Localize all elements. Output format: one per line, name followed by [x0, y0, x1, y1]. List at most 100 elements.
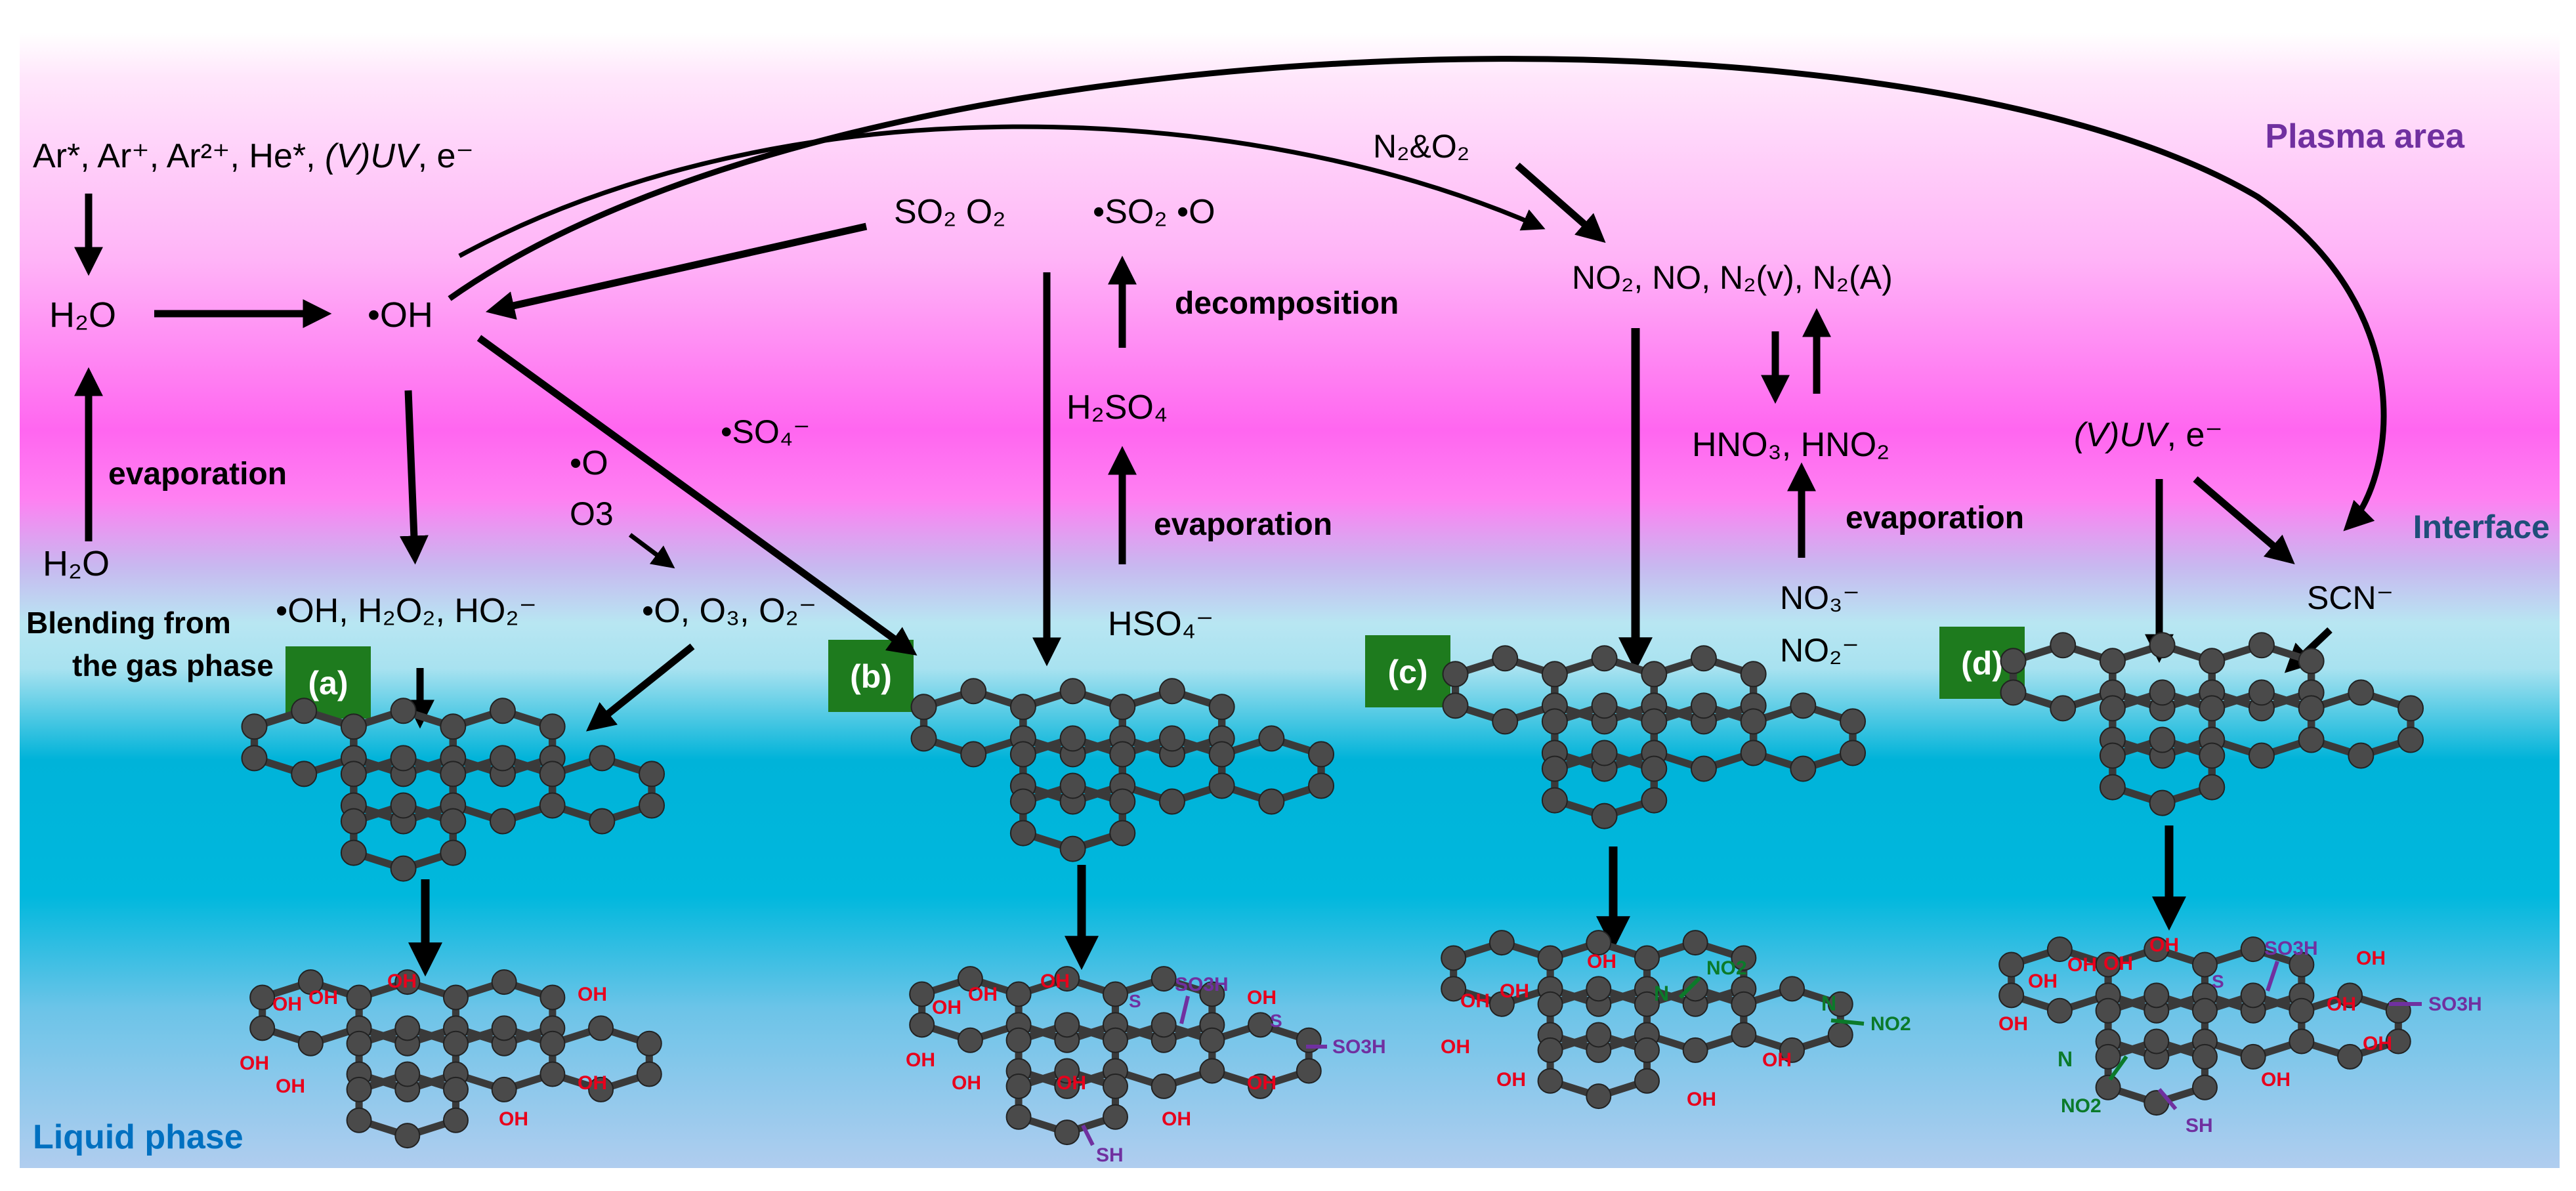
carbon-atom: [2199, 695, 2226, 722]
oh-group-label: OH: [1247, 1072, 1277, 1094]
svg-text:(d): (d): [1961, 645, 2003, 682]
n-group-label: N: [1821, 992, 1836, 1015]
carbon-atom: [440, 808, 467, 835]
panel-badge-b: (b): [828, 640, 914, 712]
carbon-atom: [1682, 1037, 1708, 1063]
thiocyanate-ion: SCN⁻: [2307, 579, 2394, 616]
carbon-atom: [2149, 726, 2176, 753]
carbon-atom: [1489, 930, 1515, 956]
oh-group-label: OH: [2261, 1069, 2291, 1091]
carbon-atom: [1441, 945, 1467, 971]
carbon-atom: [1248, 1073, 1274, 1099]
blending-label-line2: the gas phase: [72, 648, 274, 682]
carbon-atom: [2095, 997, 2121, 1024]
oh-group-label: OH: [1441, 1036, 1470, 1058]
carbon-atom: [1009, 820, 1036, 846]
carbon-atom: [1492, 708, 1519, 735]
oh-group-label: OH: [272, 993, 302, 1015]
carbon-atom: [2298, 726, 2325, 753]
carbon-atom: [2397, 695, 2424, 722]
carbon-atom: [489, 808, 516, 835]
oh-group-label: OH: [2356, 948, 2386, 969]
carbon-atom: [2191, 951, 2218, 978]
vuv-electron-d: (V)UV, e⁻: [2074, 416, 2223, 454]
carbon-atom: [1779, 1037, 1805, 1063]
carbon-atom: [1208, 772, 1235, 799]
carbon-atom: [588, 1015, 614, 1041]
panel-badge-c: (c): [1365, 635, 1450, 707]
carbon-atom: [1009, 741, 1036, 768]
carbon-atom: [1054, 1119, 1080, 1146]
functional-bond: [1081, 1124, 1095, 1146]
oh-group-label: OH: [308, 987, 338, 1009]
carbon-atom: [1591, 645, 1618, 672]
functional-bond: [1678, 976, 1702, 999]
carbon-atom: [340, 808, 367, 835]
background-gradient: [20, 33, 2560, 1168]
oh-group-label: OH: [2067, 954, 2097, 976]
carbon-atom: [1586, 1083, 1612, 1110]
carbon-atom: [2248, 632, 2275, 659]
carbon-atom: [2149, 632, 2176, 659]
carbon-atom: [1005, 981, 1032, 1007]
oh-group-label: OH: [906, 1049, 935, 1071]
carbon-atom: [390, 698, 417, 724]
carbon-atom: [1296, 1058, 1322, 1084]
carbon-atom: [1682, 976, 1708, 1002]
carbon-atom: [1537, 1037, 1563, 1063]
carbon-atom: [442, 1107, 469, 1133]
nitrite-ion: NO₂⁻: [1780, 632, 1859, 669]
carbon-atom: [297, 1030, 324, 1056]
carbon-atom: [2191, 997, 2218, 1024]
carbon-atom: [539, 1030, 566, 1056]
panel-a-products: •OH, H₂O₂, HO₂⁻: [276, 592, 537, 630]
carbon-atom: [1258, 788, 1285, 815]
arrow-o3-to-oxygen-species: [628, 533, 675, 569]
carbon-atom: [2289, 997, 2315, 1024]
carbon-atom: [1790, 692, 1817, 719]
carbon-atom: [1731, 945, 1757, 971]
carbon-atom: [297, 969, 324, 995]
so4-radical: •SO₄⁻: [721, 413, 811, 450]
carbon-atom: [2248, 742, 2275, 769]
carbon-atom: [394, 1061, 421, 1087]
carbon-atom: [291, 698, 318, 724]
oh-group-label: OH: [578, 984, 607, 1005]
oh-group-label: OH: [1687, 1089, 1716, 1110]
hno3-hno2: HNO₃, HNO₂: [1692, 426, 1890, 464]
so2-o2: SO₂ O₂: [894, 193, 1005, 231]
carbon-atom: [491, 1076, 517, 1102]
carbon-atom: [1158, 678, 1185, 705]
carbon-atom: [910, 725, 937, 752]
carbon-atom: [2199, 742, 2226, 769]
carbon-atom: [1690, 755, 1717, 782]
ozone: O3: [570, 495, 614, 532]
oh-group-label: OH: [2149, 934, 2179, 956]
oh-group-label: OH: [240, 1053, 269, 1074]
carbon-atom: [2099, 742, 2126, 769]
carbon-atom: [1248, 1012, 1274, 1038]
h2so4: H₂SO₄: [1066, 388, 1168, 427]
carbon-atom: [1591, 740, 1618, 766]
carbon-atom: [1641, 755, 1668, 782]
decomposition-label: decomposition: [1175, 286, 1399, 321]
carbon-atom: [440, 713, 467, 740]
oh-group-label: OH: [1500, 980, 1529, 1002]
carbon-atom: [491, 969, 517, 995]
functional-bond: [1830, 1018, 1865, 1026]
so3h-group-label: SO3H: [2428, 993, 2482, 1015]
carbon-atom: [2099, 648, 2126, 675]
carbon-atom: [1102, 1027, 1128, 1053]
carbon-atom: [1731, 991, 1757, 1017]
oh-group-label: OH: [1998, 1013, 2028, 1035]
carbon-atom: [394, 969, 421, 995]
carbon-atom: [2191, 1074, 2218, 1100]
s-group-label: S: [2212, 971, 2224, 992]
oh-group-label: OH: [1040, 971, 1070, 992]
carbon-atom: [2191, 1043, 2218, 1070]
carbon-atom: [1591, 692, 1618, 719]
so3h-group-label: SO3H: [2264, 938, 2318, 959]
carbon-atom: [1492, 645, 1519, 672]
carbon-atom: [390, 745, 417, 772]
carbon-atom: [340, 839, 367, 866]
